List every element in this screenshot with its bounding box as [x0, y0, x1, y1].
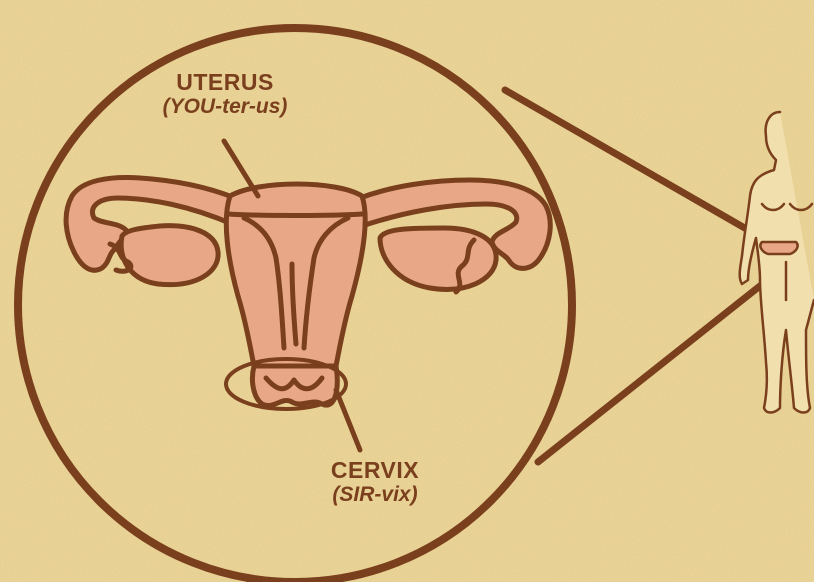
uterus-pronunciation: (YOU-ter-us) — [120, 95, 330, 118]
cervix-pronunciation: (SIR-vix) — [285, 483, 465, 506]
left-ovary — [121, 226, 218, 285]
figure-organ-mini — [760, 242, 797, 254]
uterus-term: UTERUS — [120, 70, 330, 95]
cervix-label: CERVIX (SIR-vix) — [285, 458, 465, 506]
uterine-cavity — [228, 214, 362, 216]
cervix-term: CERVIX — [285, 458, 465, 483]
cervix-shape — [252, 366, 337, 406]
uterus-label: UTERUS (YOU-ter-us) — [120, 70, 330, 118]
